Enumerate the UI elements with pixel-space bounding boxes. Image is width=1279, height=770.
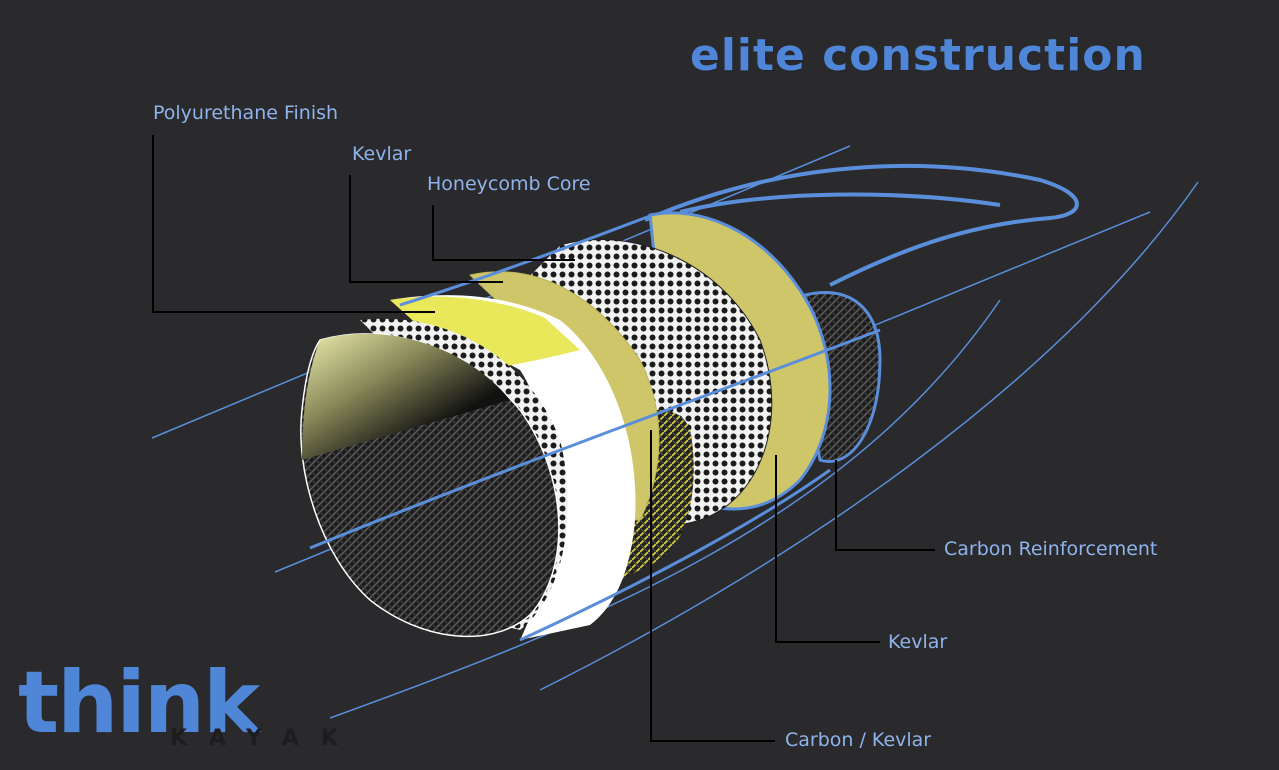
label-honeycomb-core: Honeycomb Core: [427, 173, 591, 195]
leader-kevlar-top: [349, 175, 503, 283]
think-kayak-logo: think: [18, 653, 260, 753]
page-title: elite construction: [690, 30, 1146, 81]
label-kevlar-bottom: Kevlar: [888, 631, 948, 653]
leader-polyurethane: [152, 135, 435, 313]
label-kevlar-top: Kevlar: [352, 143, 412, 165]
label-polyurethane-finish: Polyurethane Finish: [153, 102, 339, 124]
inner-honeycomb-ring: [360, 318, 568, 630]
leader-honeycomb: [432, 205, 575, 261]
leader-lines: [152, 135, 935, 742]
label-carbon-kevlar: Carbon / Kevlar: [785, 729, 932, 751]
cockpit-rim: [644, 163, 1079, 287]
logo-subtitle: KAYAK: [170, 726, 360, 751]
layer-boundaries: [309, 214, 881, 642]
leader-carbon-reinforcement: [835, 460, 935, 551]
leader-kevlar-bottom: [775, 455, 880, 643]
label-carbon-reinforcement: Carbon Reinforcement: [944, 538, 1158, 560]
hull-interior-shade: [302, 333, 510, 460]
polyurethane-yellow-band: [390, 296, 580, 372]
polyurethane-finish-layer: [390, 295, 636, 640]
leader-carbon-kevlar: [650, 430, 775, 742]
